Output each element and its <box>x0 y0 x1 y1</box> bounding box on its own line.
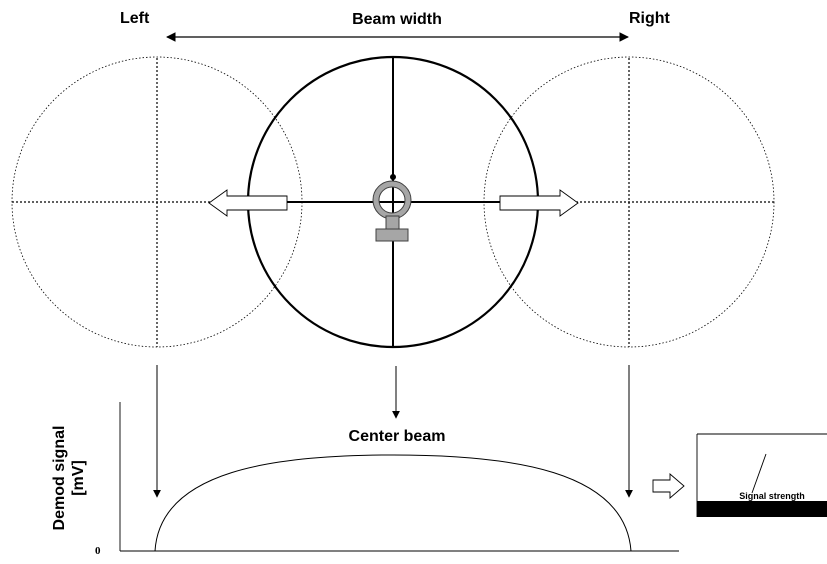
beam-width-label: Beam width <box>352 11 442 28</box>
sensor-icon <box>372 174 412 242</box>
svg-text:[mV]: [mV] <box>70 460 87 496</box>
arrow-left-icon <box>208 189 288 217</box>
left-label: Left <box>120 10 150 27</box>
y-axis-label: Demod signal [mV] <box>51 426 87 531</box>
svg-text:Demod signal: Demod signal <box>51 426 68 531</box>
center-beam-circle <box>246 55 540 349</box>
meter-bar <box>697 501 827 517</box>
signal-strength-label: Signal strength <box>739 491 805 501</box>
meter-needle <box>751 453 767 494</box>
center-beam-label: Center beam <box>349 428 446 445</box>
zero-tick-label: 0 <box>95 545 101 557</box>
outline-arrow-icon <box>652 473 685 499</box>
right-label: Right <box>629 10 671 27</box>
arrow-right-icon <box>499 189 579 217</box>
beam-response-curve <box>154 454 632 552</box>
signal-strength-meter: Signal strength <box>696 433 827 517</box>
